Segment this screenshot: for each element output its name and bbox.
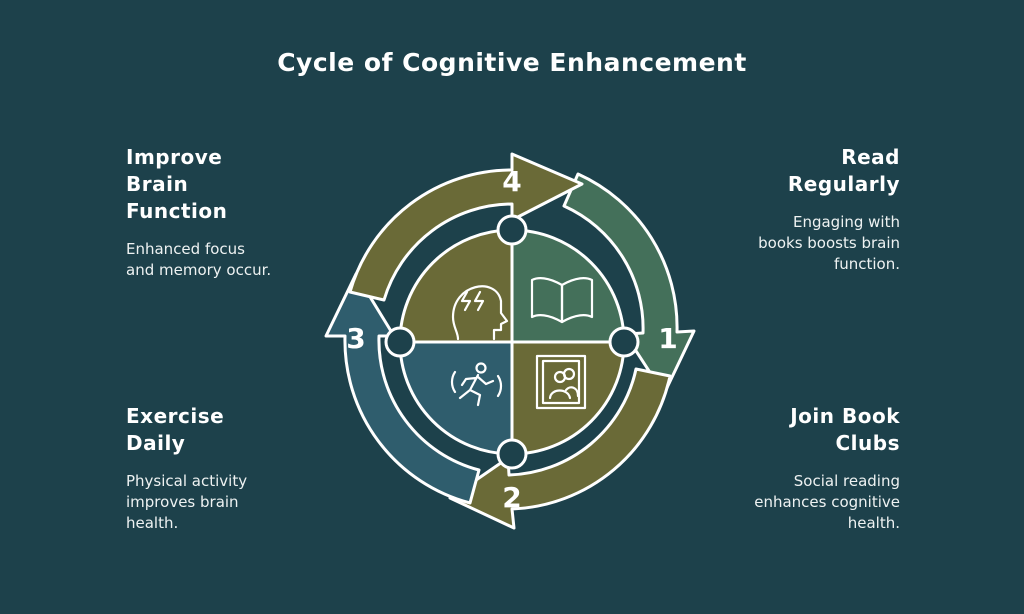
step-3-text: Exercise Daily Physical activity improve…: [126, 403, 336, 534]
cycle-arrow-4: [348, 152, 584, 302]
step-3-heading-line: Exercise: [126, 404, 225, 428]
cycle-arrow-1: [562, 172, 696, 396]
running-person-icon: [450, 362, 503, 407]
puzzle-notches: [384, 214, 640, 470]
brain-head-icon: [451, 285, 509, 341]
step-4-number: 4: [502, 165, 521, 198]
quadrant-book: [510, 228, 626, 344]
step-4-heading: Improve Brain Function: [126, 144, 336, 225]
book-club-icon: [535, 354, 587, 410]
cycle-arrow-3: [324, 272, 481, 505]
step-4-heading-line: Improve: [126, 145, 223, 169]
step-4-description: Enhanced focus and memory occur.: [126, 239, 336, 281]
step-2-heading-line: Join Book: [790, 404, 900, 428]
step-1-description-line: function.: [833, 255, 900, 273]
diagram-title: Cycle of Cognitive Enhancement: [277, 48, 747, 77]
step-3-description-line: health.: [126, 514, 179, 532]
notch-left: [384, 326, 416, 358]
step-2-description: Social reading enhances cognitive health…: [690, 471, 900, 534]
step-2-description-line: health.: [847, 514, 900, 532]
notch-bottom: [496, 438, 528, 470]
step-2-heading: Join Book Clubs: [690, 403, 900, 457]
step-4-description-line: Enhanced focus: [126, 240, 245, 258]
step-3-description-line: improves brain: [126, 493, 239, 511]
step-3-description: Physical activity improves brain health.: [126, 471, 336, 534]
step-1-description-line: Engaging with: [792, 213, 900, 231]
book-icon: [530, 277, 594, 324]
step-2-heading-line: Clubs: [835, 431, 900, 455]
step-3-heading: Exercise Daily: [126, 403, 336, 457]
step-1-text: Read Regularly Engaging with books boost…: [690, 144, 900, 275]
step-4-description-line: and memory occur.: [126, 261, 272, 279]
step-3-number: 3: [346, 322, 365, 355]
step-1-description-line: books boosts brain: [758, 234, 900, 252]
step-1-number: 1: [658, 322, 677, 355]
step-3-description-line: Physical activity: [126, 472, 248, 490]
notch-top: [496, 214, 528, 246]
quadrant-book-club: [510, 340, 626, 456]
step-2-number: 2: [502, 481, 521, 514]
step-1-heading-line: Regularly: [787, 172, 900, 196]
step-2-text: Join Book Clubs Social reading enhances …: [690, 403, 900, 534]
step-1-description: Engaging with books boosts brain functio…: [690, 212, 900, 275]
step-1-heading: Read Regularly: [690, 144, 900, 198]
step-4-heading-line: Function: [126, 199, 228, 223]
quadrant-brain: [398, 228, 514, 344]
cycle-arrow-2: [448, 367, 672, 530]
notch-right: [608, 326, 640, 358]
step-4-text: Improve Brain Function Enhanced focus an…: [126, 144, 336, 281]
step-4-heading-line: Brain: [126, 172, 189, 196]
step-2-description-line: Social reading: [793, 472, 900, 490]
step-3-heading-line: Daily: [126, 431, 186, 455]
step-2-description-line: enhances cognitive: [754, 493, 900, 511]
step-1-heading-line: Read: [841, 145, 900, 169]
